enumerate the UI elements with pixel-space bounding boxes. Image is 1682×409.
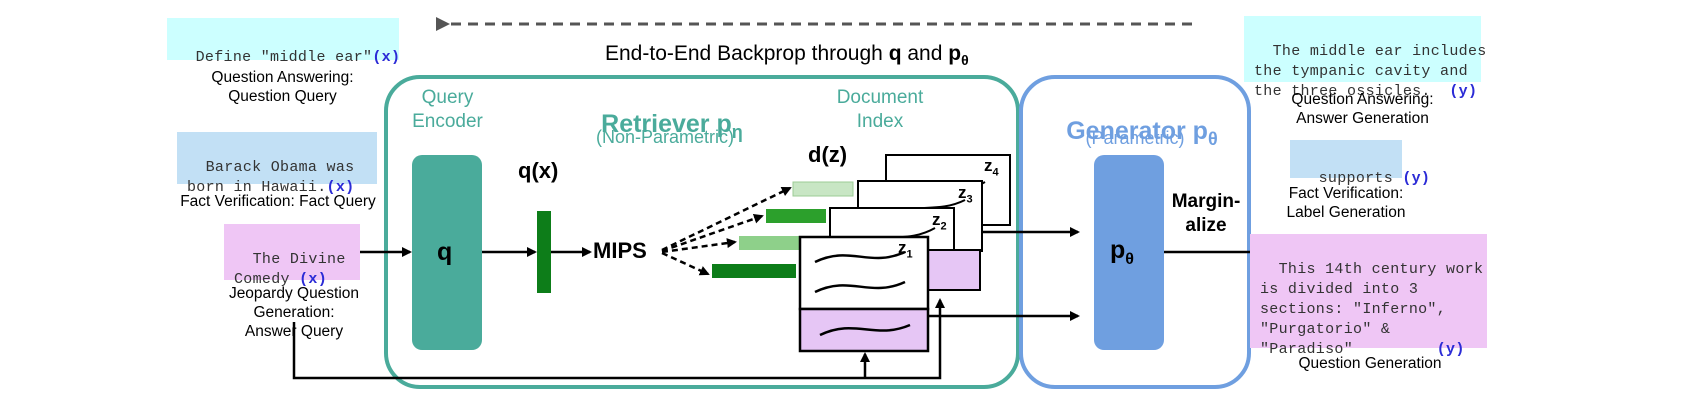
document-index-label: Document Index bbox=[836, 87, 924, 132]
generator-title: Generator pθ bbox=[1066, 117, 1218, 149]
retriever-title: Retriever pη bbox=[601, 110, 743, 143]
dz-label: d(z) bbox=[808, 142, 848, 167]
query-encoder-block bbox=[412, 155, 482, 350]
doc-z4-label: z4 bbox=[984, 156, 999, 179]
score-bar-3 bbox=[766, 209, 826, 223]
output-qa-box: The middle ear includes the tympanic cav… bbox=[1244, 16, 1486, 100]
input-qa-box: Define "middle ear"(x) bbox=[167, 18, 400, 66]
score-bar-1 bbox=[712, 264, 796, 278]
score-bar-4 bbox=[792, 181, 854, 197]
output-qa-caption: Question Answering: Answer Generation bbox=[1291, 91, 1434, 127]
output-jeopardy-caption: Question Generation bbox=[1298, 355, 1442, 372]
answer-query-loop bbox=[292, 298, 945, 380]
generator-block-label: pθ bbox=[1110, 236, 1134, 268]
query-encoder-label: Query Encoder bbox=[412, 87, 483, 132]
qx-label: q(x) bbox=[518, 158, 559, 183]
input-qa-caption: Question Answering: Question Query bbox=[211, 69, 354, 105]
input-jeopardy-box: The Divine Comedy (x) bbox=[224, 224, 360, 288]
mips-arrows bbox=[661, 186, 792, 276]
retriever-subtitle: (Non-Parametric) bbox=[595, 127, 735, 147]
output-fact-box: supports (y) bbox=[1290, 140, 1430, 187]
q-block-label: q bbox=[437, 238, 453, 266]
doc-z2-label: z2 bbox=[932, 210, 947, 233]
marginalize-label: Margin- alize bbox=[1171, 191, 1241, 236]
score-bar-2 bbox=[739, 236, 809, 250]
input-fact-caption: Fact Verification: Fact Query bbox=[180, 193, 376, 210]
generator-subtitle: (Parametric) bbox=[1085, 128, 1185, 148]
output-fact-caption: Fact Verification: Label Generation bbox=[1286, 185, 1406, 221]
doc-z3-label: z3 bbox=[958, 183, 973, 206]
input-fact-box: Barack Obama was born in Hawaii.(x) bbox=[177, 132, 377, 196]
doc-z1-label: z1 bbox=[898, 238, 913, 261]
output-jeopardy-box: This 14th century work is divided into 3… bbox=[1250, 234, 1487, 358]
mips-label: MIPS bbox=[593, 238, 647, 263]
query-vector-bar bbox=[537, 211, 551, 293]
input-jeopardy-caption: Jeopardy Question Generation: Answer Que… bbox=[228, 285, 360, 340]
generator-block bbox=[1094, 155, 1164, 350]
backprop-title: End-to-End Backprop through q and pθ bbox=[605, 42, 969, 69]
document-z1 bbox=[798, 235, 930, 353]
